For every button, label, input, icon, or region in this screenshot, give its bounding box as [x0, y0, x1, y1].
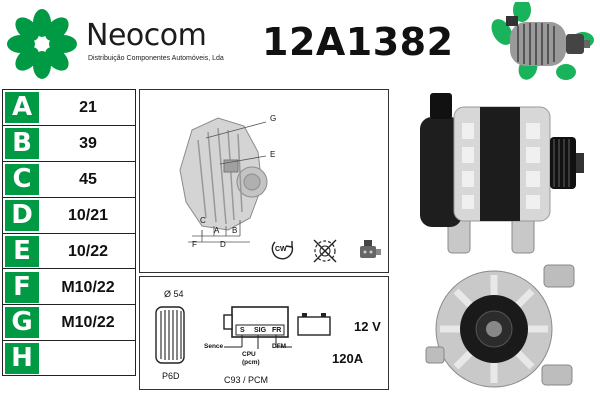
label-f: F: [192, 240, 197, 249]
label-b: B: [232, 226, 238, 235]
product-photo-panel: [394, 89, 600, 395]
spec-row-b: B 39: [3, 126, 135, 162]
spec-letter: A: [5, 92, 39, 123]
plug-connector-icon: [223, 306, 289, 338]
voltage: 12 V: [354, 319, 381, 334]
spec-letter: F: [5, 271, 39, 303]
label-a: A: [214, 226, 220, 235]
connector-code: C93 / PCM: [224, 375, 269, 385]
spec-letter: D: [5, 199, 39, 231]
neocom-logo-icon: [7, 9, 77, 79]
rotation-label: CW: [275, 246, 287, 253]
spec-letter: B: [5, 127, 39, 159]
label-g: G: [270, 114, 277, 123]
alternator-side-photo: [420, 93, 584, 254]
part-number: 12A1382: [262, 20, 454, 64]
spec-value: M10/22: [61, 314, 115, 332]
brand-subtitle: Distribuição Componentes Automóveis, Lda: [88, 55, 224, 62]
spec-row-a: A 21: [3, 90, 135, 126]
alternator-front-photo: [425, 264, 575, 388]
amperage: 120A: [332, 351, 364, 366]
spec-row-f: F M10/22: [3, 270, 135, 306]
pulley-type: P6D: [162, 371, 180, 381]
cw-rotation-icon: [271, 241, 294, 260]
pin-leads: [224, 335, 292, 349]
alternator-sketch: [179, 117, 268, 243]
dimension-drawing-panel: G E C A B F D CW: [139, 89, 389, 273]
pin-sig: SIG: [254, 327, 267, 334]
cpu-sub-label: (pcm): [242, 359, 260, 366]
pulley-icon: [155, 306, 185, 364]
spec-letter: E: [5, 235, 39, 267]
pulley-diameter: Ø 54: [164, 289, 184, 299]
spec-letter: C: [5, 163, 39, 195]
spec-table: A 21 B 39 C 45 D 10/21 E 10/22 F M10/22 …: [2, 89, 136, 376]
spec-row-c: C 45: [3, 162, 135, 198]
electrical-panel: Ø 54 P6D S SIG FR Sence DFM CPU (pcm) C9…: [139, 276, 389, 390]
product-thumbnail: [491, 2, 594, 80]
dfm-label: DFM: [272, 343, 287, 350]
no-vacuum-pump-icon: [313, 239, 337, 263]
spec-row-d: D 10/21: [3, 198, 135, 234]
label-c: C: [200, 216, 206, 225]
battery-icon: [297, 313, 331, 336]
spec-value: [41, 341, 135, 376]
spec-value: 21: [79, 99, 97, 116]
spec-row-h: H: [3, 341, 135, 377]
sense-label: Sence: [204, 343, 224, 350]
spec-letter: H: [5, 343, 39, 375]
label-d: D: [220, 240, 226, 249]
spec-row-e: E 10/22: [3, 234, 135, 270]
spec-row-g: G M10/22: [3, 305, 135, 342]
pin-s: S: [240, 327, 245, 334]
spec-value: 39: [79, 134, 97, 152]
spec-value: 45: [79, 170, 97, 188]
cpu-label: CPU: [242, 351, 256, 358]
spec-value: 10/21: [67, 206, 109, 224]
spec-letter: G: [5, 307, 39, 339]
spec-value: M10/22: [61, 278, 115, 296]
brand-name: Neocom: [86, 18, 207, 53]
connector-icon: [360, 240, 381, 258]
label-e: E: [270, 150, 276, 159]
spec-value: 10/22: [67, 242, 109, 260]
pin-fr: FR: [272, 327, 282, 334]
